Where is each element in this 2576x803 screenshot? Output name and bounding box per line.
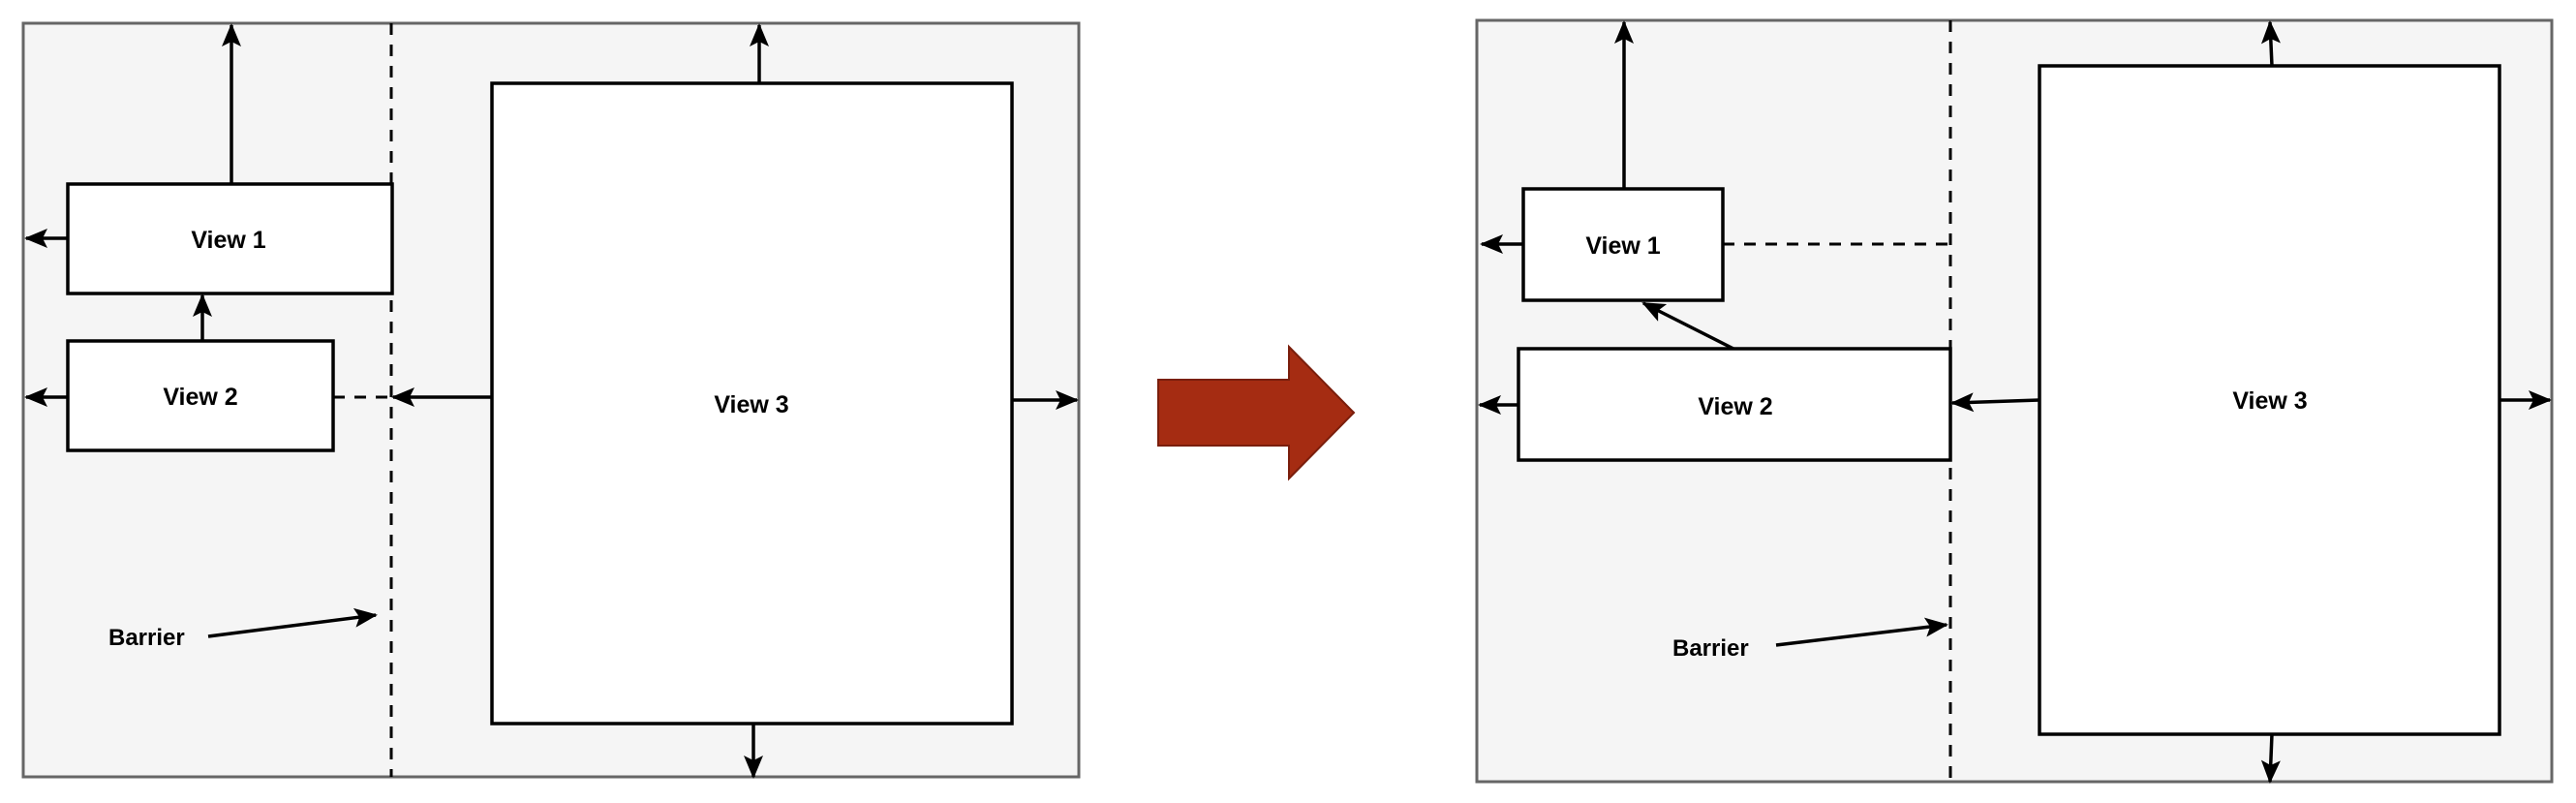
before-view3-box [490,81,1014,726]
after-view3-left-constraint [1950,392,2040,413]
before-barrier-pointer [207,607,378,638]
after-view1-label: View 1 [1585,232,1660,260]
after-view3-box [2038,64,2501,736]
after-layout: View 1 View 2 View 3 Barrier [1475,18,2554,784]
after-view3-bottom-constraint [2260,733,2281,784]
after-view2-label: View 2 [1698,393,1772,420]
after-barrier-label: Barrier [1672,635,1749,662]
before-layout: View 1 View 2 View 3 Barrier [21,21,1081,779]
before-view2-label: View 2 [163,384,237,411]
after-view3-top-constraint [2260,20,2281,67]
after-view3-label: View 3 [2232,387,2307,415]
before-barrier-label: Barrier [108,625,185,651]
after-view2-box [1517,347,1952,462]
transition-arrow-icon [1157,344,1356,481]
after-view1-box [1521,187,1725,302]
before-view1-label: View 1 [191,227,265,254]
before-view1-box [66,182,394,295]
after-barrier-pointer [1775,617,1948,647]
before-view3-label: View 3 [714,391,788,418]
after-view2-top-constraint [1641,301,1734,351]
